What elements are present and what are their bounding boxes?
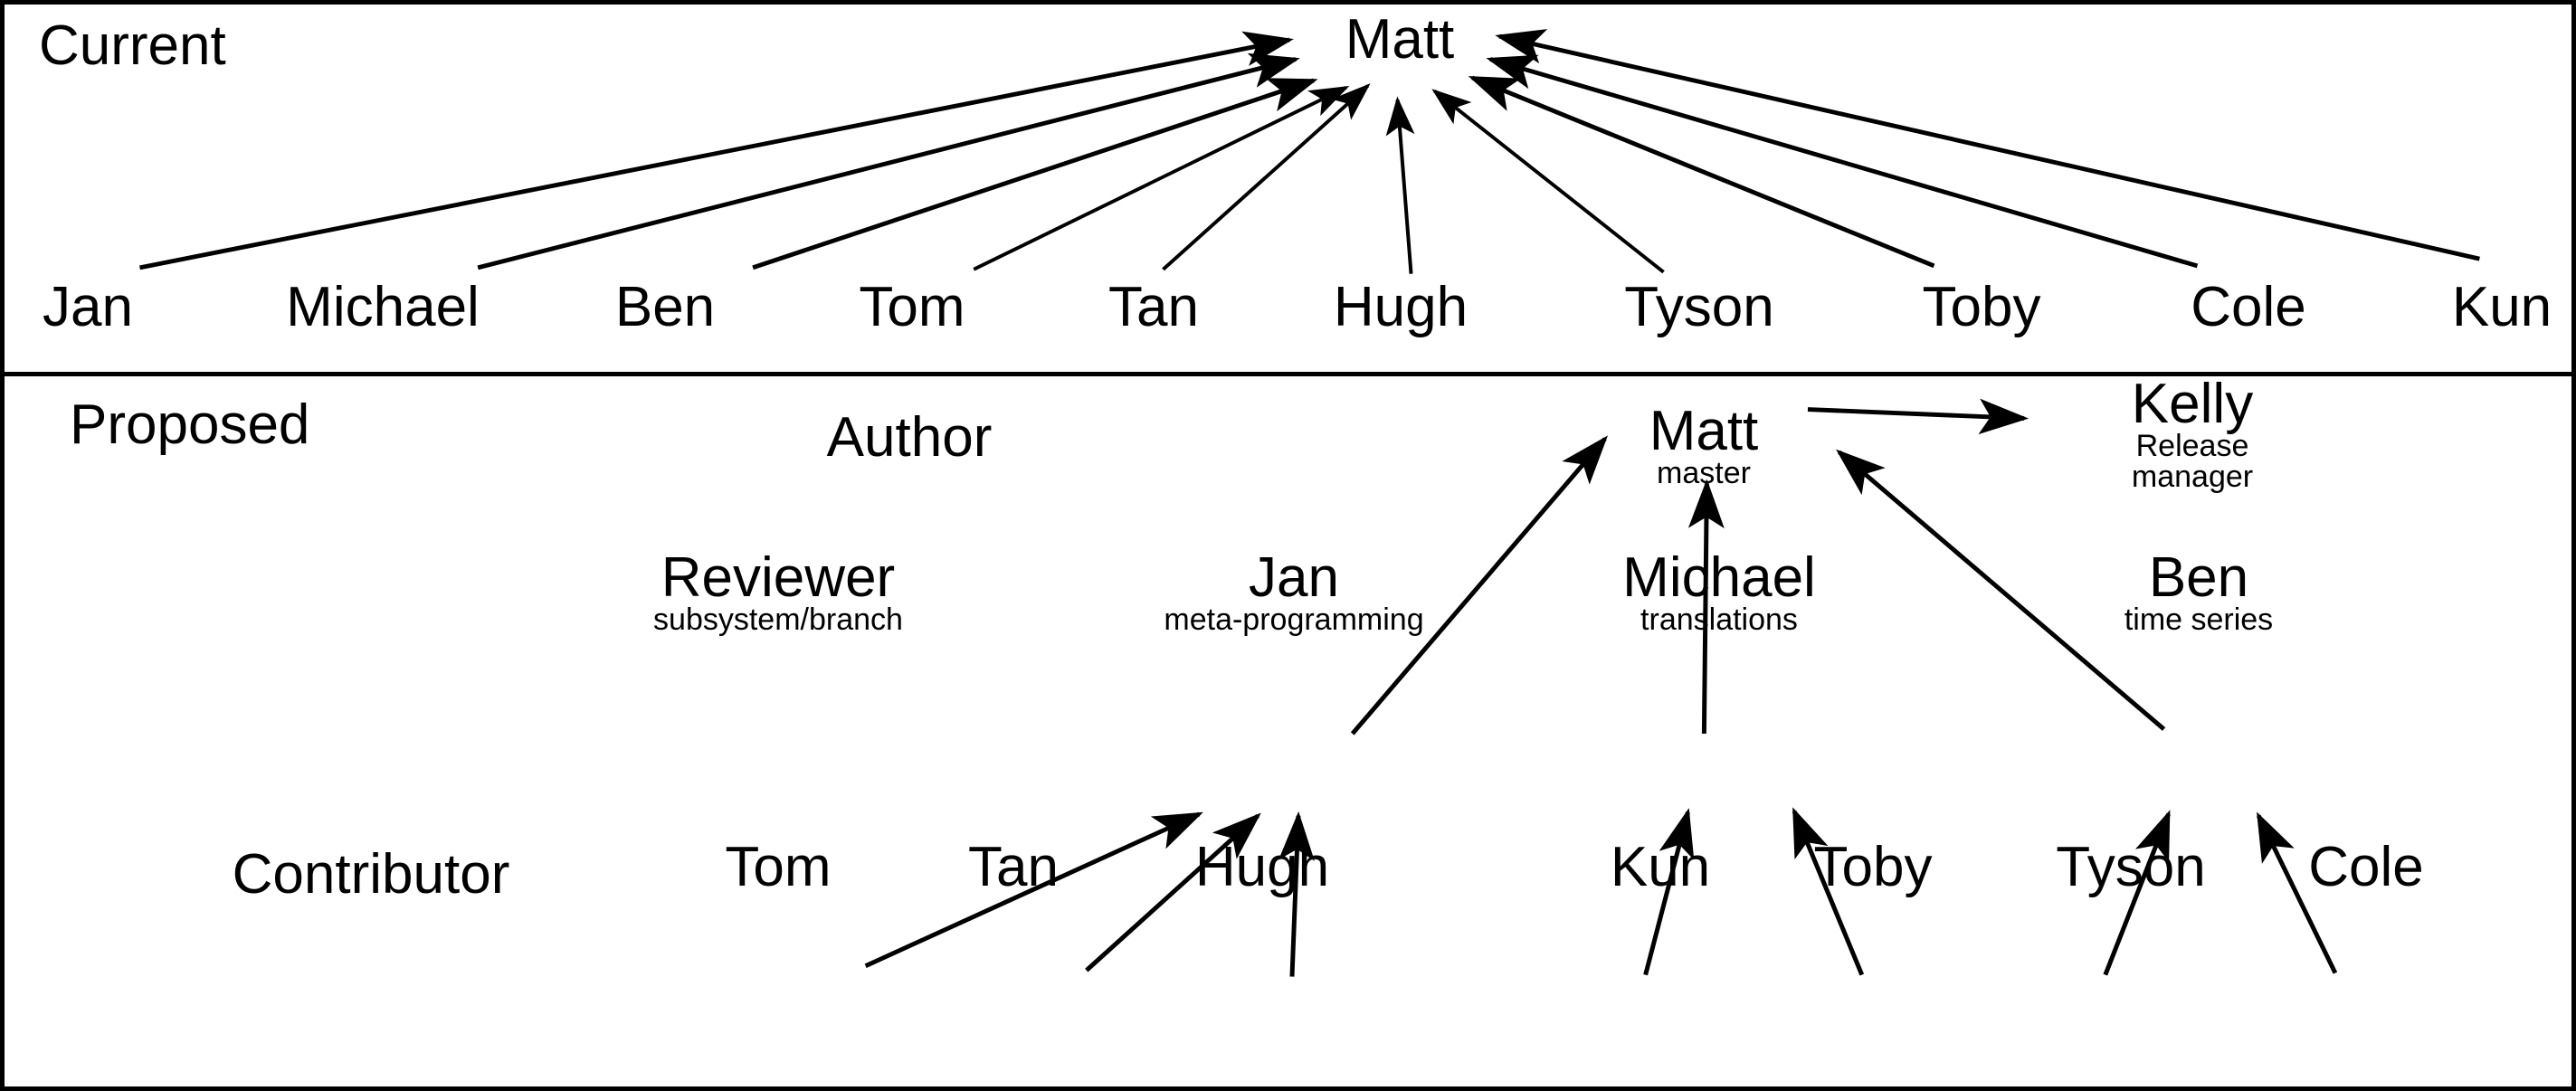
proposed-node-tom-name: Tom [725,836,832,898]
proposed-node-tyson-name: Tyson [2056,836,2206,898]
proposed-node-hugh[interactable]: Hugh [1195,840,1329,896]
proposed-node-cole-name: Cole [2308,836,2424,898]
proposed-node-tyson[interactable]: Tyson [2056,840,2205,896]
role-label-reviewer-title: Reviewer [661,546,896,609]
role-label-contributor: Contributor [232,843,510,906]
role-label-reviewer-sublabel: subsystem/branch [653,602,903,637]
proposed-node-jan-name: Jan [1249,546,1339,609]
proposed-node-tan[interactable]: Tan [968,840,1059,896]
current-node-matt-name: Matt [1345,8,1455,71]
current-node-jan[interactable]: Jan [43,280,133,336]
current-node-tom-label: Tom [859,276,965,338]
current-node-kun-label: Kun [2451,276,2552,338]
current-node-toby-label: Toby [1922,276,2041,338]
role-label-author: Author [826,406,993,469]
proposed-node-kun-name: Kun [1610,836,1711,898]
proposed-node-kun[interactable]: Kun [1611,840,1710,896]
proposed-node-hugh-name: Hugh [1194,836,1330,898]
edge-kun-matt [1495,29,2480,261]
proposed-node-cole[interactable]: Cole [2308,840,2424,896]
proposed-node-matt-role: master [1657,456,1751,490]
current-node-tan-label: Tan [1108,276,1199,338]
current-node-ben[interactable]: Ben [615,280,715,336]
edge-cole-matt [1486,54,2199,269]
proposed-node-matt[interactable]: Matt master [1649,400,1759,491]
current-node-michael-label: Michael [286,276,480,338]
current-node-tyson[interactable]: Tyson [1624,280,1773,336]
edge-tan-matt [1162,83,1371,271]
current-node-michael[interactable]: Michael [286,280,480,336]
proposed-node-toby-name: Toby [1813,836,1933,898]
proposed-node-kelly-name: Kelly [2131,373,2254,435]
proposed-node-jan-subsystem: meta-programming [1164,602,1424,637]
proposed-node-kelly-role-line1: Release [2135,429,2249,463]
current-panel-title: Current [39,14,226,77]
edge-toby-matt [1468,75,1935,269]
edge-jan-matt [138,31,1294,270]
edge-matt-kelly [1807,398,2029,435]
edge-ben-matt [1836,449,2166,731]
proposed-node-ben-subsystem: time series [2124,602,2274,637]
proposed-panel: Proposed Author Reviewer subsystem/branc… [0,372,2576,1091]
current-node-ben-label: Ben [614,276,716,338]
proposed-node-tan-name: Tan [968,836,1059,898]
edge-ben-matt [752,78,1318,270]
edge-michael-matt [477,52,1300,270]
current-node-cole-label: Cole [2191,276,2306,338]
proposed-panel-title: Proposed [70,394,310,456]
current-node-tom[interactable]: Tom [859,280,965,336]
proposed-node-ben[interactable]: Ben time series [2124,546,2274,638]
edge-tyson-matt [1431,89,1665,274]
proposed-node-jan[interactable]: Jan meta-programming [1164,546,1424,638]
role-label-reviewer: Reviewer subsystem/branch [653,546,903,638]
edge-tom-matt [973,85,1350,271]
current-node-tan[interactable]: Tan [1108,280,1199,336]
proposed-node-michael-name: Michael [1622,546,1816,609]
proposed-node-michael[interactable]: Michael translations [1622,546,1816,638]
current-node-toby[interactable]: Toby [1923,280,2041,336]
current-node-matt[interactable]: Matt [1345,12,1455,68]
current-node-tyson-label: Tyson [1624,276,1774,338]
current-panel: Current Matt Jan Michael Ben Tom Tan Hug… [0,0,2576,376]
proposed-node-michael-subsystem: translations [1640,602,1798,637]
current-node-hugh[interactable]: Hugh [1334,280,1468,336]
proposed-node-kelly-role-line2: manager [2131,460,2254,495]
proposed-node-tom[interactable]: Tom [725,840,831,896]
proposed-node-toby[interactable]: Toby [1814,840,1933,896]
current-node-jan-label: Jan [43,276,133,338]
proposed-node-matt-name: Matt [1649,400,1759,462]
proposed-node-kelly[interactable]: Kelly Release manager [2131,373,2254,495]
current-node-cole[interactable]: Cole [2191,280,2306,336]
proposed-node-ben-name: Ben [2148,546,2249,609]
current-node-kun[interactable]: Kun [2452,280,2552,336]
edge-hugh-matt [1385,96,1415,274]
current-node-hugh-label: Hugh [1333,276,1469,338]
